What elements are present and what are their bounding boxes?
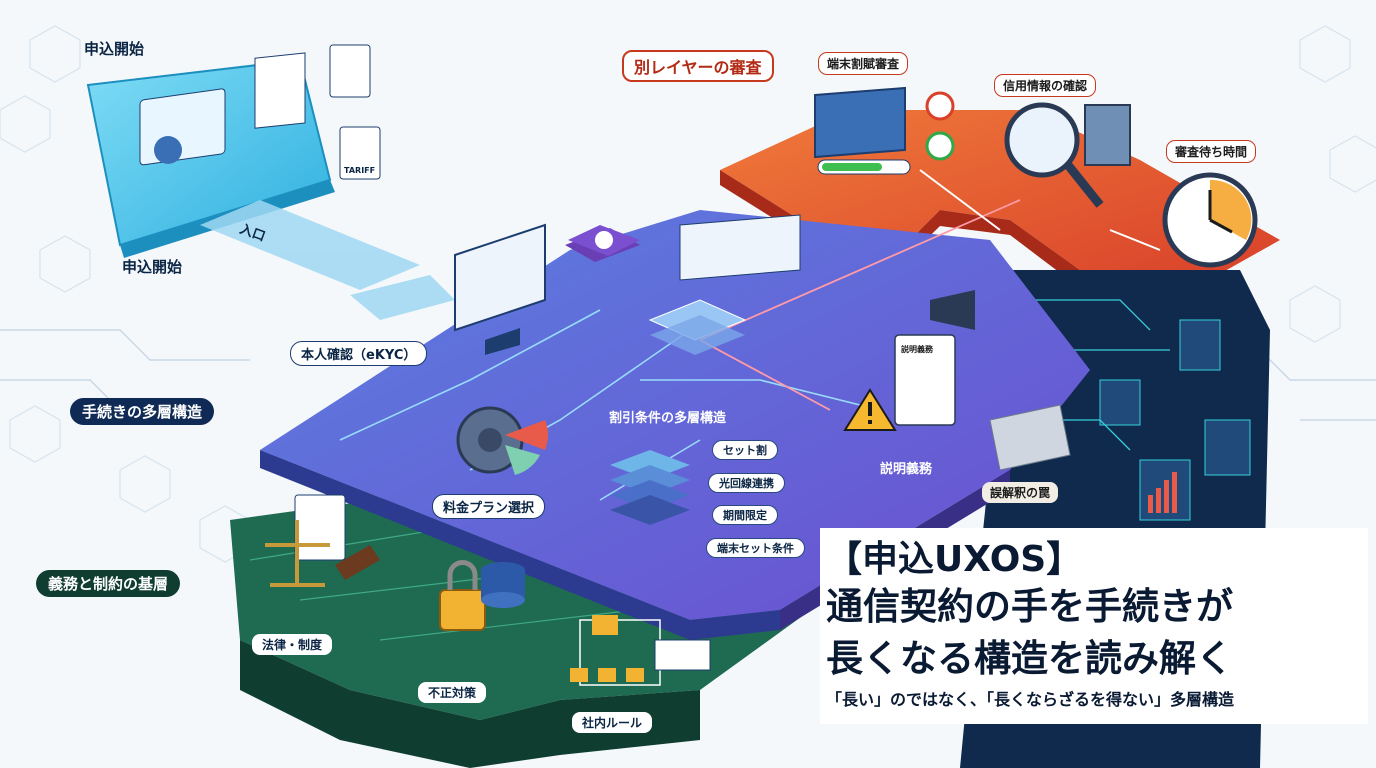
gear-pie-icon bbox=[456, 406, 548, 475]
label-misread-trap: 誤解釈の罠 bbox=[982, 482, 1059, 503]
legal-icons bbox=[265, 494, 711, 686]
floating-docs bbox=[329, 44, 381, 180]
label-tariff: TARIFF bbox=[344, 166, 376, 175]
entrance-arrows bbox=[200, 200, 455, 320]
gear-cube-icon bbox=[568, 225, 640, 256]
discount-stack bbox=[610, 450, 690, 525]
label-explain-duty: 説明義務 bbox=[880, 462, 933, 477]
label-internal-rules: 社内ルール bbox=[572, 712, 653, 733]
label-ekyc: 本人確認（eKYC） bbox=[290, 341, 428, 366]
label-fraud-measures: 不正対策 bbox=[418, 682, 487, 703]
label-obligation-base: 義務と制約の基層 bbox=[36, 570, 181, 597]
credit-card-icon bbox=[814, 86, 955, 175]
label-discount-layers: 割引条件の多層構造 bbox=[609, 411, 727, 426]
title-subtitle: 「長い」のではなく、「長くならざるを得ない」多層構造 bbox=[826, 690, 1235, 709]
condition-device-set: 端末セット条件 bbox=[706, 538, 805, 558]
clock-icon bbox=[1162, 172, 1258, 268]
label-apply-start-top: 申込開始 bbox=[84, 40, 145, 58]
label-law-system: 法律・制度 bbox=[252, 634, 333, 655]
label-review-layer: 別レイヤーの審査 bbox=[622, 50, 774, 82]
review-arrows bbox=[919, 169, 1161, 251]
title-block: 【申込UXOS】 通信契約の手を手続きが 長くなる構造を読み解く 「長い」のでは… bbox=[820, 528, 1368, 724]
title-line-1: 【申込UXOS】 bbox=[826, 539, 1083, 580]
label-credit-check: 信用情報の確認 bbox=[994, 74, 1097, 97]
title-line-3: 長くなる構造を読み解く bbox=[826, 637, 1233, 680]
id-card-trap bbox=[989, 404, 1071, 471]
label-explain-doc: 説明義務 bbox=[901, 345, 933, 354]
condition-fiber-link: 光回線連携 bbox=[708, 473, 785, 493]
title-line-2: 通信契約の手を手続きが bbox=[826, 585, 1233, 628]
label-device-review: 端末割賦審査 bbox=[818, 52, 909, 75]
magnifier-database-icon bbox=[1004, 102, 1131, 208]
condition-set-discount: セット割 bbox=[712, 440, 778, 460]
label-plan-select: 料金プラン選択 bbox=[432, 494, 546, 519]
label-procedure-layers: 手続きの多層構造 bbox=[70, 398, 215, 425]
label-review-wait: 審査待ち時間 bbox=[1166, 140, 1257, 163]
condition-limited-period: 期間限定 bbox=[712, 505, 778, 525]
label-apply-start-bottom: 申込開始 bbox=[122, 258, 183, 276]
warning-and-doc bbox=[843, 290, 975, 431]
